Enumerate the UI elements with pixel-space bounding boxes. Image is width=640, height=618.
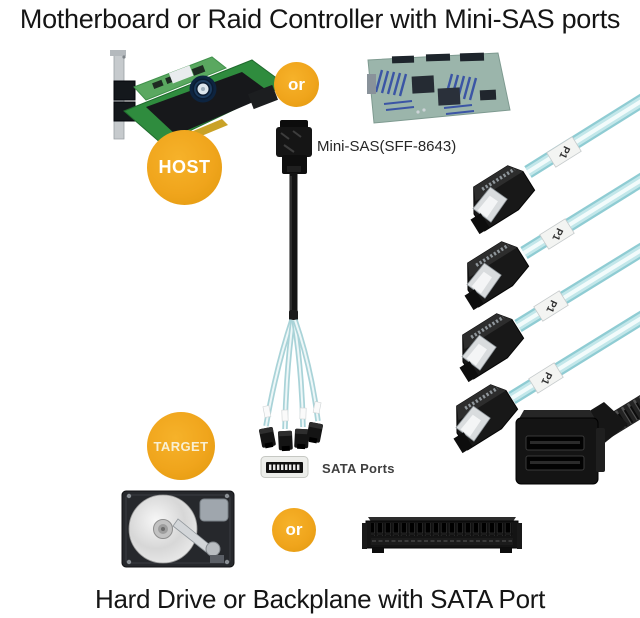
bottom-title: Hard Drive or Backplane with SATA Port xyxy=(94,584,546,614)
sata-port-icon xyxy=(260,456,309,478)
raid-controller-image xyxy=(110,50,287,149)
breakout-sata-connector-icons xyxy=(259,421,323,452)
cable-tag-p1: P1 xyxy=(538,370,553,386)
or-badge-bottom-label: or xyxy=(285,520,303,539)
or-badge-top: or xyxy=(274,62,319,107)
cable-tag-p1: P1 xyxy=(543,298,558,314)
shrink-tags xyxy=(262,401,322,422)
mini-sas-hd-connector-image xyxy=(515,395,640,485)
or-badge-top-label: or xyxy=(288,74,305,94)
cable-tag-p1: P1 xyxy=(556,144,571,160)
hard-drive-image xyxy=(121,490,235,568)
motherboard-image xyxy=(367,52,511,124)
fanout-cables xyxy=(263,319,321,430)
target-badge-label: TARGET xyxy=(153,438,209,454)
product-cable-photo: P1 P1 P1 P1 xyxy=(453,93,640,485)
fan-icon xyxy=(189,75,217,103)
cable-tag-p1: P1 xyxy=(549,226,564,242)
mini-sas-connector-icon xyxy=(276,120,312,174)
right-angle-sata-connector-icons xyxy=(453,165,536,454)
backplane-image xyxy=(362,517,522,553)
host-badge: HOST xyxy=(147,130,222,205)
or-badge-bottom: or xyxy=(272,508,316,552)
mini-sas-label: Mini-SAS(SFF-8643) xyxy=(317,138,457,155)
sata-ports-label: SATA Ports xyxy=(322,461,395,476)
target-badge: TARGET xyxy=(147,412,215,480)
top-title: Motherboard or Raid Controller with Mini… xyxy=(19,4,621,34)
cable-label-tags: P1 P1 P1 P1 xyxy=(528,136,582,394)
host-badge-label: HOST xyxy=(158,157,211,177)
breakout-cable-image xyxy=(259,120,323,452)
